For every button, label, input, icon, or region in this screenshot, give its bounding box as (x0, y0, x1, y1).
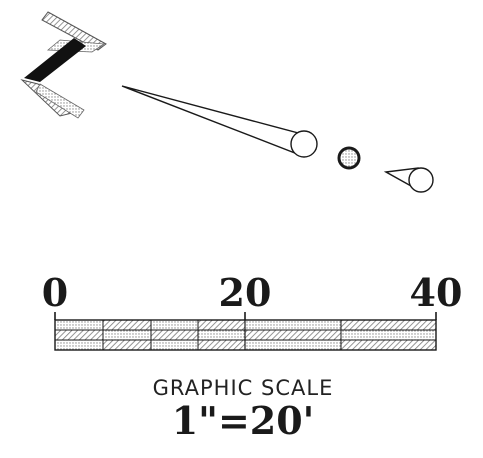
dot-icon (337, 146, 361, 170)
large-cone-icon (121, 85, 318, 158)
north-arrow-icon (20, 11, 107, 119)
scale-bar (54, 312, 437, 351)
scale-title: GRAPHIC SCALE (153, 376, 334, 400)
scale-tick-label-0: 0 (42, 270, 68, 315)
scale-ratio: 1"=20' (172, 398, 315, 443)
small-cone-icon (383, 167, 434, 193)
scale-tick-label-40: 40 (410, 270, 463, 315)
scale-tick-label-20: 20 (219, 270, 272, 315)
scale-bar-cells (55, 320, 436, 350)
